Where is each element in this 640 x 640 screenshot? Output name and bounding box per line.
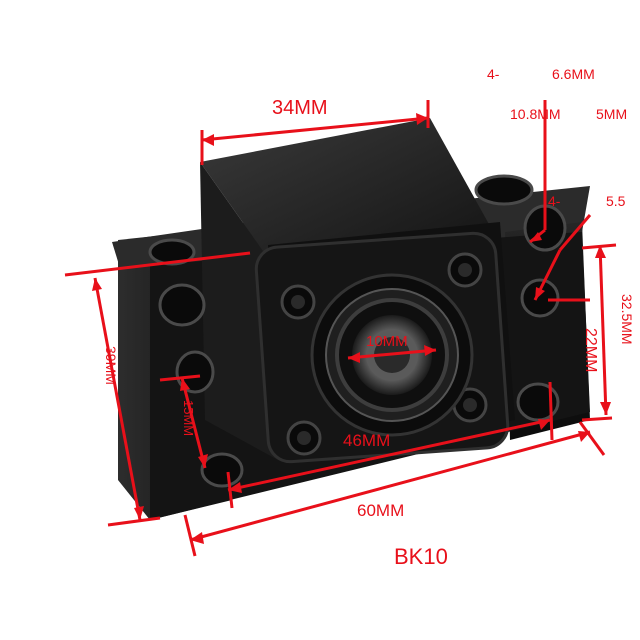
dim-hole-spec-2-prefix: 4- bbox=[548, 193, 561, 209]
dim-bore: 10MM bbox=[366, 333, 408, 350]
dim-counterbore-depth: 5MM bbox=[596, 106, 628, 122]
dim-top-width: 34MM bbox=[272, 97, 328, 119]
model-name: BK10 bbox=[394, 544, 448, 569]
dim-hole-spec-1-prefix: 4- bbox=[487, 66, 500, 82]
dim-total-height: 39MM bbox=[103, 346, 119, 385]
dim-center-height: 22MM bbox=[582, 328, 599, 373]
dimension-arrows bbox=[92, 113, 611, 544]
dim-hole-spec-1-size: 6.6MM bbox=[552, 66, 595, 82]
dim-counterbore: 10.8MM bbox=[510, 106, 561, 122]
dim-total-width: 60MM bbox=[357, 501, 405, 520]
dim-hole-spec-2-size: 5.5 bbox=[606, 193, 626, 209]
dim-hole-pitch: 46MM bbox=[343, 431, 391, 450]
flange-bolt-holes bbox=[280, 252, 488, 456]
dim-left-height: 15MM bbox=[181, 400, 196, 437]
top-block-top bbox=[200, 118, 490, 258]
top-block-left bbox=[200, 162, 278, 460]
dim-right-height: 32.5MM bbox=[619, 294, 635, 345]
